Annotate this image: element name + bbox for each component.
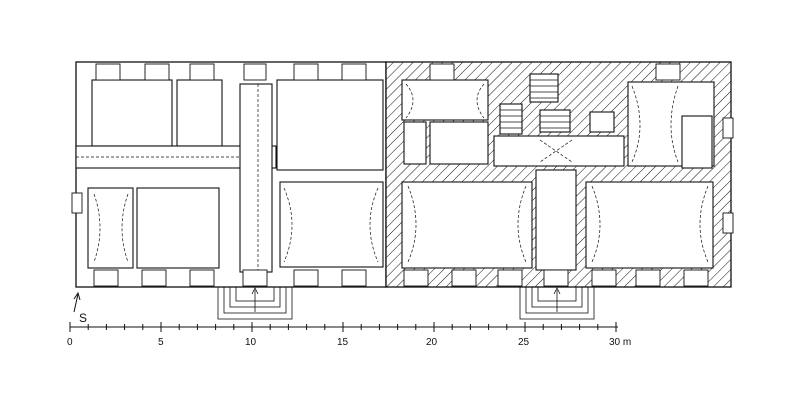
staircase xyxy=(499,73,615,135)
room xyxy=(429,121,489,165)
side-windows xyxy=(71,117,734,234)
scale-label: 30 m xyxy=(609,337,631,348)
scale-label: 20 xyxy=(426,337,438,348)
corridor xyxy=(535,169,577,271)
right-wing-rooms xyxy=(401,73,715,271)
scale-label: 25 xyxy=(518,337,530,348)
entrance-steps-left xyxy=(217,286,293,320)
scale-bar xyxy=(69,322,618,332)
scale-label: 15 xyxy=(337,337,349,348)
top-windows xyxy=(95,63,681,81)
room xyxy=(91,79,173,147)
left-wing-rooms xyxy=(75,79,384,273)
room xyxy=(276,79,384,171)
north-arrow-label: S xyxy=(79,311,87,325)
room xyxy=(401,181,533,269)
entrance-steps-right xyxy=(519,286,595,320)
bottom-windows xyxy=(93,269,709,287)
scale-label: 0 xyxy=(67,337,73,348)
room xyxy=(585,181,714,269)
room xyxy=(403,121,427,165)
room xyxy=(176,79,223,147)
north-arrow: S xyxy=(73,291,87,325)
room xyxy=(681,115,713,169)
scale-label: 5 xyxy=(158,337,164,348)
room xyxy=(401,79,489,121)
scale-label: 10 xyxy=(245,337,257,348)
corridor xyxy=(239,83,273,273)
scale-labels: 0 5 10 15 20 25 30 m xyxy=(67,337,631,348)
corridor xyxy=(493,135,625,167)
room xyxy=(136,187,220,269)
room xyxy=(279,181,384,268)
